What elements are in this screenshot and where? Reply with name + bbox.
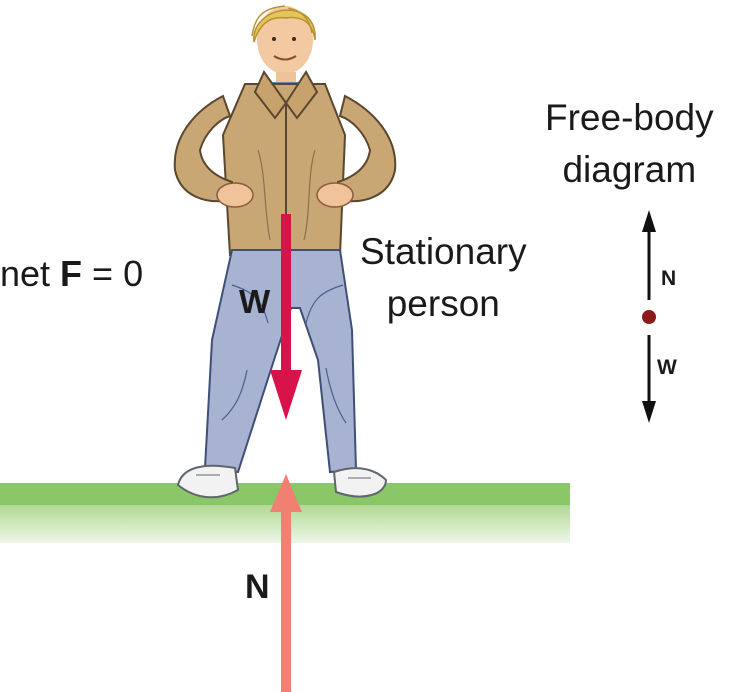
net-force-prefix: net [0,253,61,294]
fbd-down-arrowhead [642,401,656,423]
jeans [203,249,358,474]
weight-arrow [270,214,302,420]
hair [253,9,316,43]
free-body-diagram [642,210,656,423]
stationary-line-1: Stationary [360,231,527,272]
weight-label-large: W [239,283,271,320]
net-force-symbol: F [60,253,83,294]
fbd-title-line-2: diagram [562,149,697,190]
right-shoe [332,467,388,498]
free-body-diagram-title: Free-body diagram [545,92,714,196]
net-force-suffix: = 0 [82,253,144,294]
net-force-label: net F = 0 [0,253,143,295]
fbd-title-line-1: Free-body [545,97,714,138]
stationary-line-2: person [386,283,500,324]
fbd-up-arrowhead [642,210,656,232]
normal-label-small: N [661,267,677,290]
normal-label-large: N [245,568,270,606]
left-shoe [176,464,240,499]
normal-force-arrow [270,474,302,692]
person-illustration [173,5,397,499]
face [257,6,313,74]
fbd-point-mass [642,310,656,324]
weight-label-small: W [657,356,677,379]
stationary-person-label: Stationary person [360,226,527,330]
